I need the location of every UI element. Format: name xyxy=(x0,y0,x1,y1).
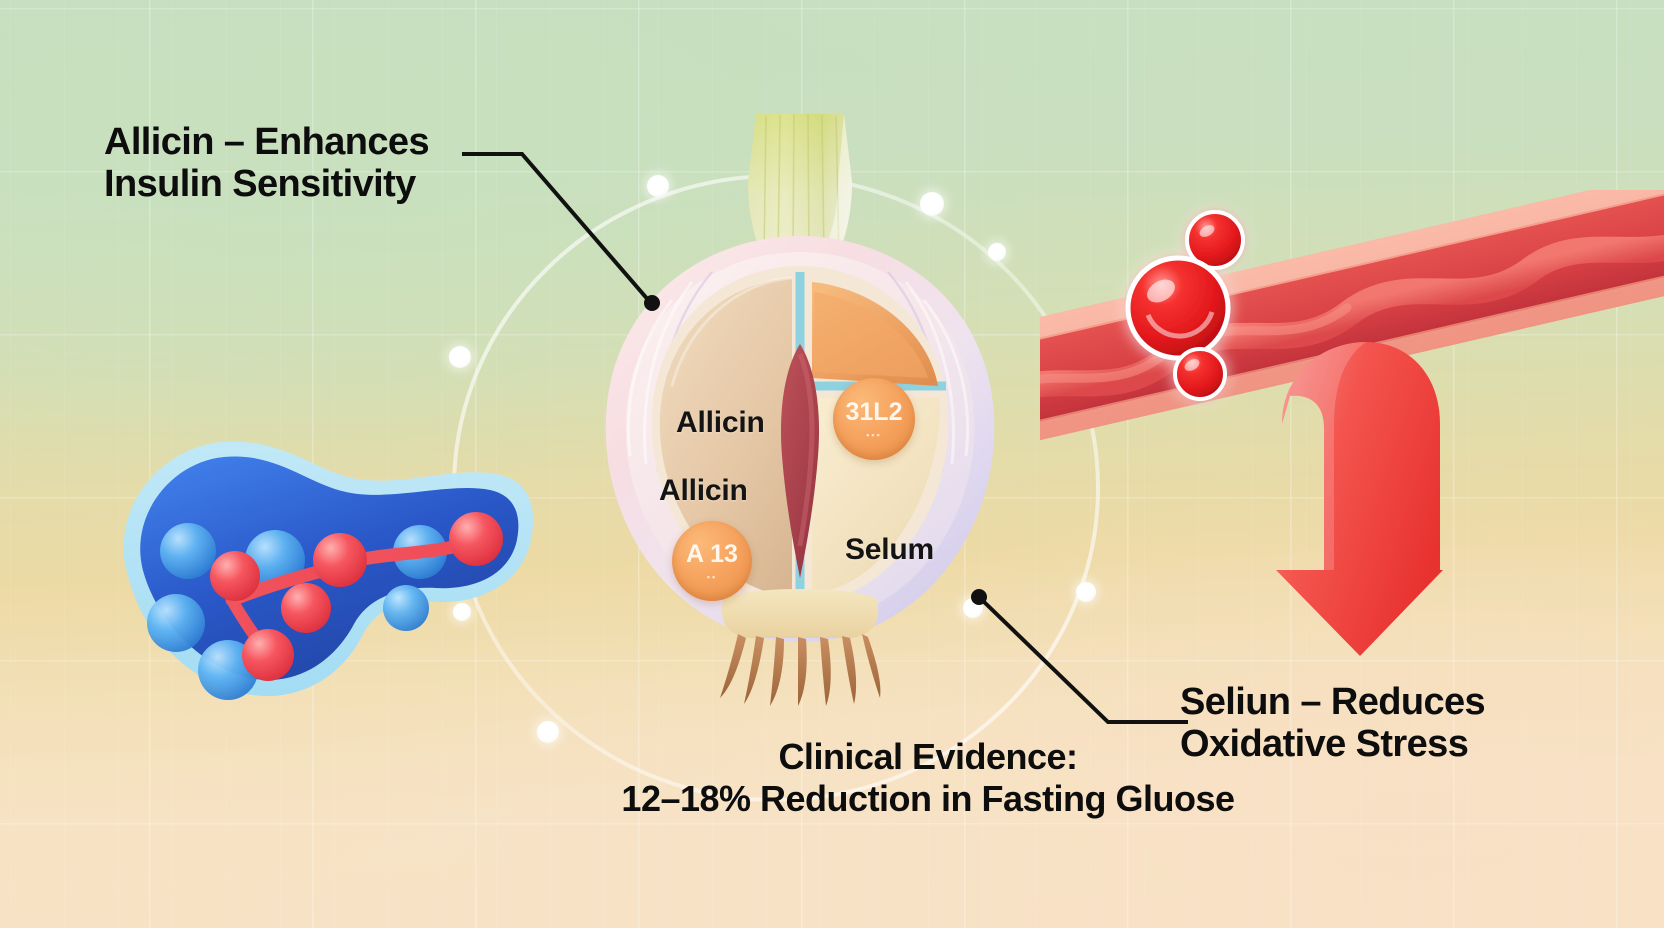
callout-left: Allicin – Enhances Insulin Sensitivity xyxy=(104,121,430,206)
leader-line-left xyxy=(460,140,680,320)
clove-badge-upper-sub: ▪▪▪ xyxy=(866,430,882,440)
pancreas-organ-illustration xyxy=(100,408,540,708)
caption-line1: Clinical Evidence: xyxy=(778,736,1078,777)
red-down-arrow xyxy=(1268,338,1443,658)
clinical-evidence-caption: Clinical Evidence: 12–18% Reduction in F… xyxy=(0,736,1664,821)
callout-left-line2: Insulin Sensitivity xyxy=(104,162,416,205)
callout-left-line1: Allicin – Enhances xyxy=(104,121,430,163)
orbit-node xyxy=(537,721,559,743)
clove-badge-lower-text: A 13 xyxy=(686,540,738,568)
bulb-label-allicin-top: Allicin xyxy=(676,406,765,439)
caption-line2: 12–18% Reduction in Fasting Gluose xyxy=(621,778,1235,820)
callout-right: Seliun – Reduces Oxidative Stress xyxy=(1180,681,1486,766)
callout-right-line2: Oxidative Stress xyxy=(1180,722,1469,765)
orbit-node xyxy=(453,603,471,621)
clove-badge-upper: 31L2 ▪▪▪ xyxy=(833,378,915,460)
orbit-node xyxy=(988,243,1006,261)
orbit-node xyxy=(1076,582,1096,602)
orbit-node xyxy=(647,175,669,197)
bulb-label-selum: Selum xyxy=(845,533,935,566)
clove-badge-upper-text: 31L2 xyxy=(845,398,903,426)
clove-badge-lower-sub: ▪▪ xyxy=(706,572,718,582)
callout-right-line1: Seliun – Reduces xyxy=(1180,681,1486,723)
red-molecule-illustration xyxy=(1078,188,1278,418)
orbit-node xyxy=(449,346,471,368)
clove-badge-lower: A 13 ▪▪ xyxy=(672,521,752,601)
orbit-node xyxy=(920,192,944,216)
bulb-label-allicin-bottom: Allicin xyxy=(659,474,748,507)
leader-line-right xyxy=(960,580,1190,740)
